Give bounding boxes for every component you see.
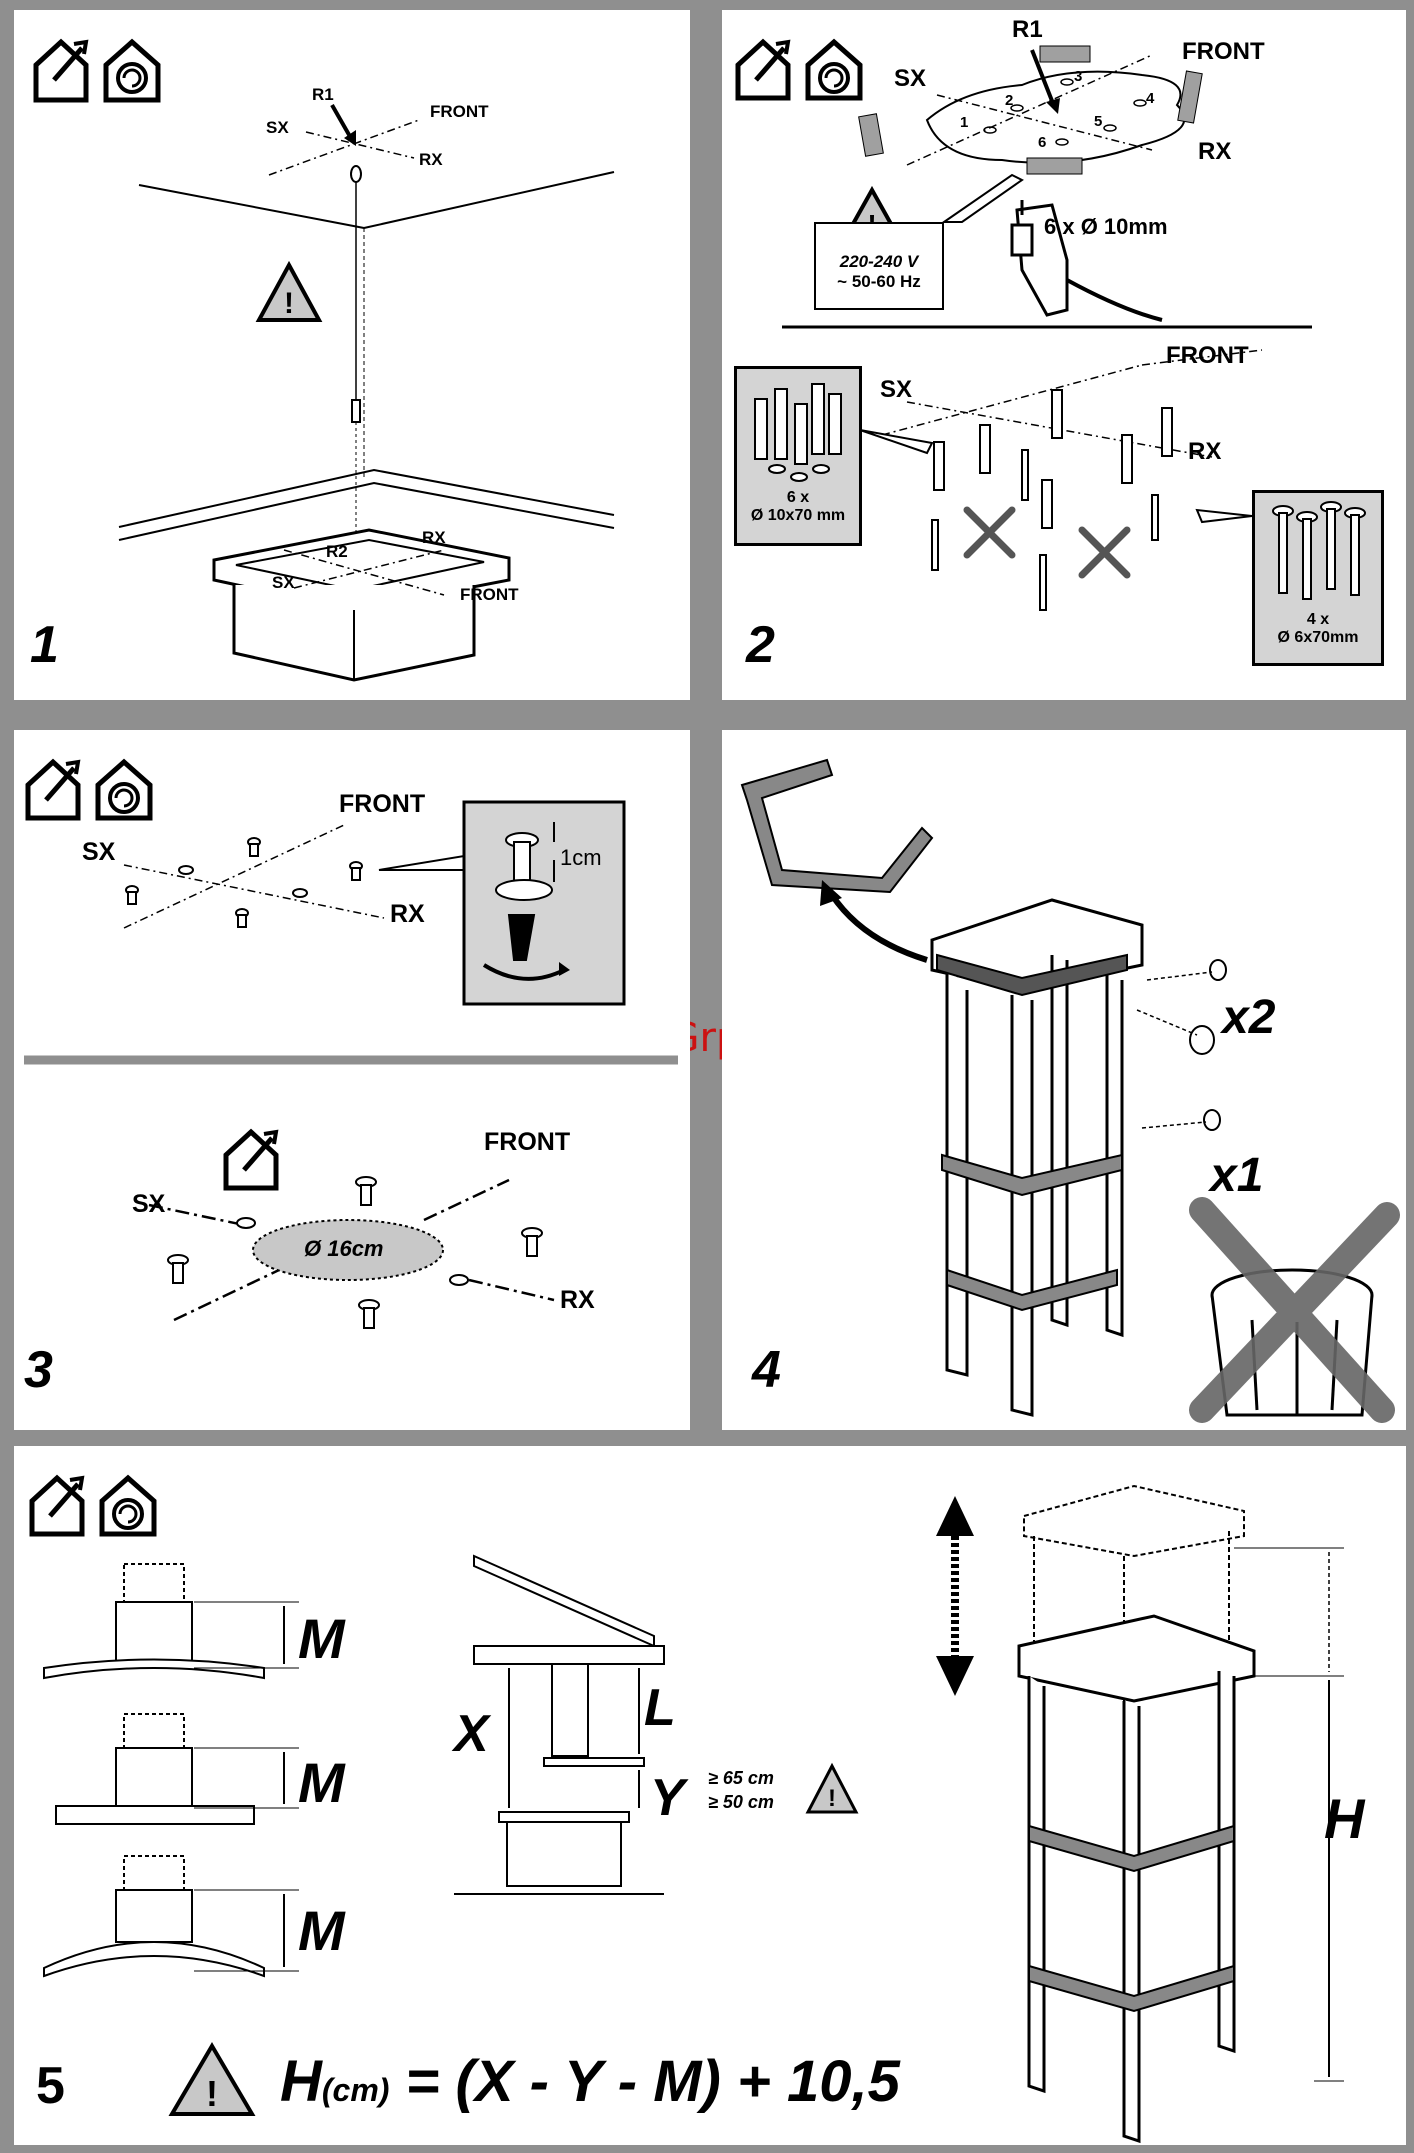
house-install-icon — [28, 762, 78, 818]
double-arrow-icon — [936, 1496, 974, 1696]
label-sx: SX — [266, 118, 289, 138]
house-install-icon — [738, 42, 788, 98]
hole-4: 4 — [1146, 90, 1154, 107]
warning-triangle-icon: ! — [172, 2046, 252, 2114]
label-front: FRONT — [1182, 38, 1265, 66]
step-2-panel: ! — [722, 10, 1406, 700]
step-1-illustration: ! — [14, 10, 690, 700]
label-sx-lower: SX — [880, 376, 912, 404]
label-y: Y — [650, 1768, 685, 1828]
gas-distance: ≥ 65 cm — [708, 1768, 774, 1789]
label-x2: x2 — [1222, 990, 1275, 1045]
svg-text:!: ! — [828, 1785, 836, 1812]
house-recirculation-icon — [808, 42, 860, 98]
step-number: 2 — [746, 615, 775, 675]
drill-spec: 6 x Ø 10mm — [1044, 214, 1168, 240]
label-rx: RX — [1198, 138, 1231, 166]
label-m-1: M — [298, 1606, 345, 1671]
step-3-panel: FRONT SX RX 1cm FRONT SX RX Ø 16cm 3 — [14, 730, 690, 1430]
step-number: 3 — [24, 1340, 53, 1400]
label-l: L — [644, 1678, 676, 1738]
formula-expression: = (X - Y - M) + 10,5 — [389, 2049, 899, 2114]
formula: H(cm) = (X - Y - M) + 10,5 — [280, 2048, 900, 2115]
label-rx-lower: RX — [1188, 438, 1221, 466]
voltage-box: 220-240 V ~ 50-60 Hz — [814, 222, 944, 310]
house-recirculation-icon — [106, 42, 158, 100]
label-diameter: Ø 16cm — [304, 1236, 384, 1262]
step-number: 1 — [30, 615, 59, 675]
label-front: FRONT — [339, 790, 425, 819]
house-install-icon — [36, 42, 86, 100]
formula-unit: (cm) — [322, 2072, 390, 2108]
step-number: 5 — [36, 2056, 65, 2116]
label-m-3: M — [298, 1898, 345, 1963]
formula-h: H — [280, 2049, 322, 2114]
screws-icon — [1255, 493, 1381, 611]
hole-1: 1 — [960, 114, 968, 131]
house-install-icon — [32, 1478, 82, 1534]
frequency-label: ~ 50-60 Hz — [816, 272, 942, 292]
wall-plugs-icon — [737, 369, 859, 489]
label-gap: 1cm — [560, 845, 602, 871]
label-sx-lower: SX — [132, 1190, 165, 1219]
label-front-lower: FRONT — [1166, 342, 1249, 370]
house-install-icon — [226, 1132, 276, 1188]
label-x: X — [454, 1704, 489, 1764]
step-1-panel: ! R1 SX FRONT RX R2 RX SX FRONT 1 — [14, 10, 690, 700]
electric-distance: ≥ 50 cm — [708, 1792, 774, 1813]
screws-size: Ø 6x70mm — [1255, 629, 1381, 647]
label-rx-lower: RX — [560, 1286, 595, 1315]
label-rx: RX — [390, 900, 425, 929]
wall-plugs-box: 6 x Ø 10x70 mm — [734, 366, 862, 546]
screws-box: 4 x Ø 6x70mm — [1252, 490, 1384, 666]
label-sx: SX — [894, 65, 926, 93]
label-front-lower: FRONT — [484, 1128, 570, 1157]
label-sx-floor: SX — [272, 573, 295, 593]
label-rx-floor: RX — [422, 528, 446, 548]
label-front-floor: FRONT — [460, 585, 519, 605]
warning-triangle-icon: ! — [259, 265, 319, 320]
warning-triangle-icon: ! — [808, 1766, 856, 1812]
step-4-panel: x2 x1 4 — [722, 730, 1406, 1430]
label-r1: R1 — [1012, 16, 1043, 44]
label-sx: SX — [82, 838, 115, 867]
label-front: FRONT — [430, 102, 489, 122]
screw-depth-callout — [464, 802, 624, 1004]
hole-6: 6 — [1038, 134, 1046, 151]
plugs-count: 6 x — [737, 489, 859, 507]
plugs-size: Ø 10x70 mm — [737, 507, 859, 525]
step-number: 4 — [752, 1340, 781, 1400]
screws-count: 4 x — [1255, 611, 1381, 629]
label-x1: x1 — [1210, 1148, 1263, 1203]
hole-2: 2 — [1005, 92, 1013, 109]
label-m-2: M — [298, 1750, 345, 1815]
svg-text:!: ! — [284, 287, 294, 320]
step-5-panel: ! ! M M — [14, 1446, 1406, 2145]
step-4-illustration — [722, 730, 1406, 1430]
house-recirculation-icon — [102, 1478, 154, 1534]
voltage-label: 220-240 V — [816, 252, 942, 272]
label-rx: RX — [419, 150, 443, 170]
svg-text:!: ! — [206, 2073, 218, 2114]
label-h: H — [1324, 1786, 1364, 1851]
house-recirculation-icon — [98, 762, 150, 818]
hole-5: 5 — [1094, 113, 1102, 130]
label-r1: R1 — [312, 85, 334, 105]
label-r2: R2 — [326, 542, 348, 562]
step-3-illustration — [14, 730, 690, 1430]
hole-3: 3 — [1074, 68, 1082, 85]
